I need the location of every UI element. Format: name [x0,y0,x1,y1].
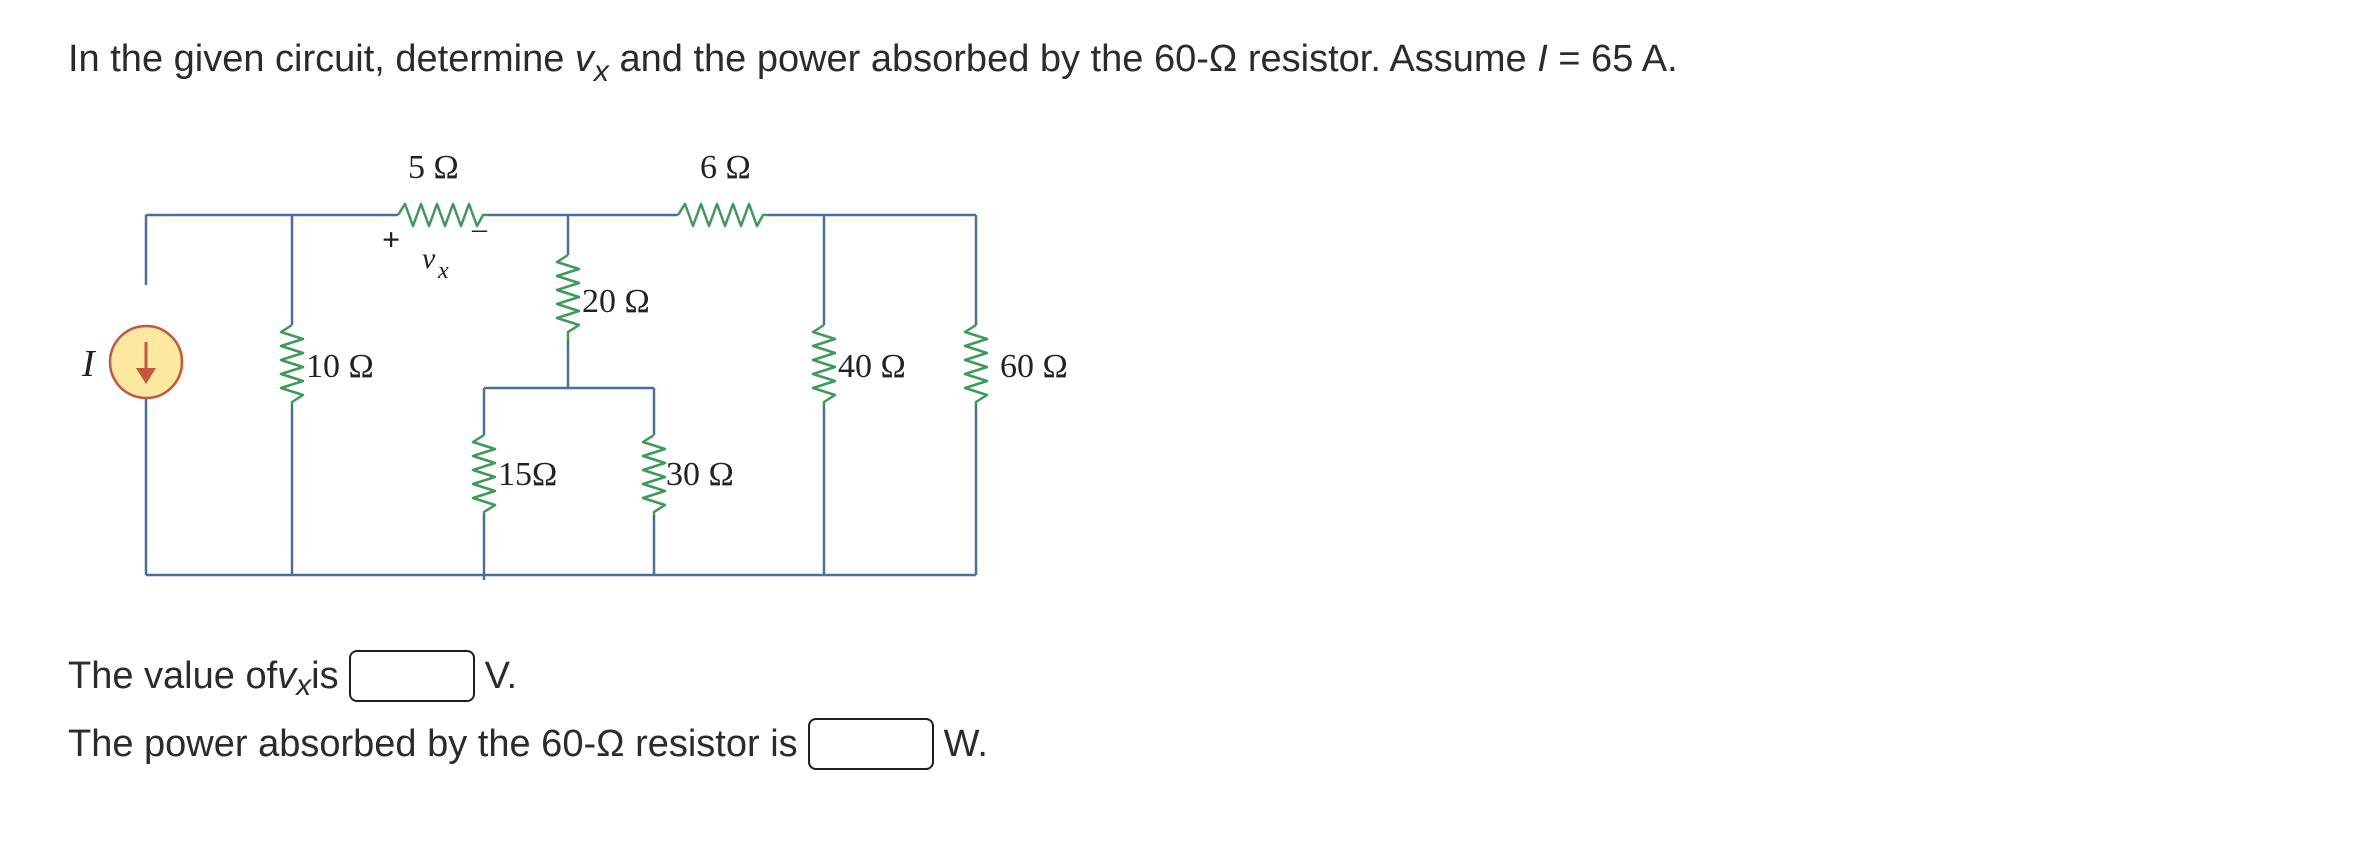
question-var-v: v [574,38,594,80]
resistor-15-icon [471,433,497,515]
label-5-ohm: 5 Ω [408,149,459,186]
answer-vx-v: v [277,655,297,697]
power-answer-input[interactable] [807,718,934,770]
resistor-5-icon [396,202,488,228]
resistor-20-icon [555,253,581,340]
question-var-i: I [1537,38,1548,80]
resistor-60-icon [963,323,989,405]
resistor-6-icon [676,202,768,228]
question-text: In the given circuit, determine vx and t… [68,34,1678,88]
answer-power-prefix: The power absorbed by the 60-Ω resistor … [68,723,798,765]
answer-power-unit: W. [943,723,988,765]
resistor-30-icon [641,433,667,515]
vx-label-v: v [422,242,436,275]
question-var-sub: x [593,55,609,88]
source-label: I [81,343,97,385]
label-10-ohm: 10 Ω [306,348,374,385]
current-source-icon [108,324,184,400]
circuit-wires [144,213,978,580]
question-part3: = 65 A. [1547,38,1678,80]
label-15-ohm: 15Ω [498,456,557,493]
label-60-ohm: 60 Ω [1000,348,1068,385]
question-part2: and the power absorbed by the 60-Ω resis… [608,38,1538,80]
answer-vx-prefix: The value of [68,655,278,697]
answer-vx-mid: is [311,655,339,697]
answer-vx-sub: x [296,669,312,702]
label-6-ohm: 6 Ω [700,149,751,186]
answer-vx-unit: V. [484,655,518,697]
question-part1: In the given circuit, determine [68,38,575,80]
label-20-ohm: 20 Ω [582,283,650,320]
circuit-svg: I 5 Ω 6 Ω 10 Ω 20 Ω 15Ω 30 Ω 40 Ω 60 Ω +… [81,149,1068,580]
vx-answer-input[interactable] [348,650,475,702]
circuit-diagram: I 5 Ω 6 Ω 10 Ω 20 Ω 15Ω 30 Ω 40 Ω 60 Ω +… [68,140,1168,600]
resistor-40-icon [811,323,837,405]
label-30-ohm: 30 Ω [666,456,734,493]
label-40-ohm: 40 Ω [838,348,906,385]
vx-minus-sign: – [471,212,488,245]
resistor-10-icon [279,323,305,405]
vx-label-x: x [437,258,449,284]
answer-power-row: The power absorbed by the 60-Ω resistor … [68,718,988,770]
vx-plus-sign: + [382,221,400,257]
circuit-resistors [279,202,989,515]
